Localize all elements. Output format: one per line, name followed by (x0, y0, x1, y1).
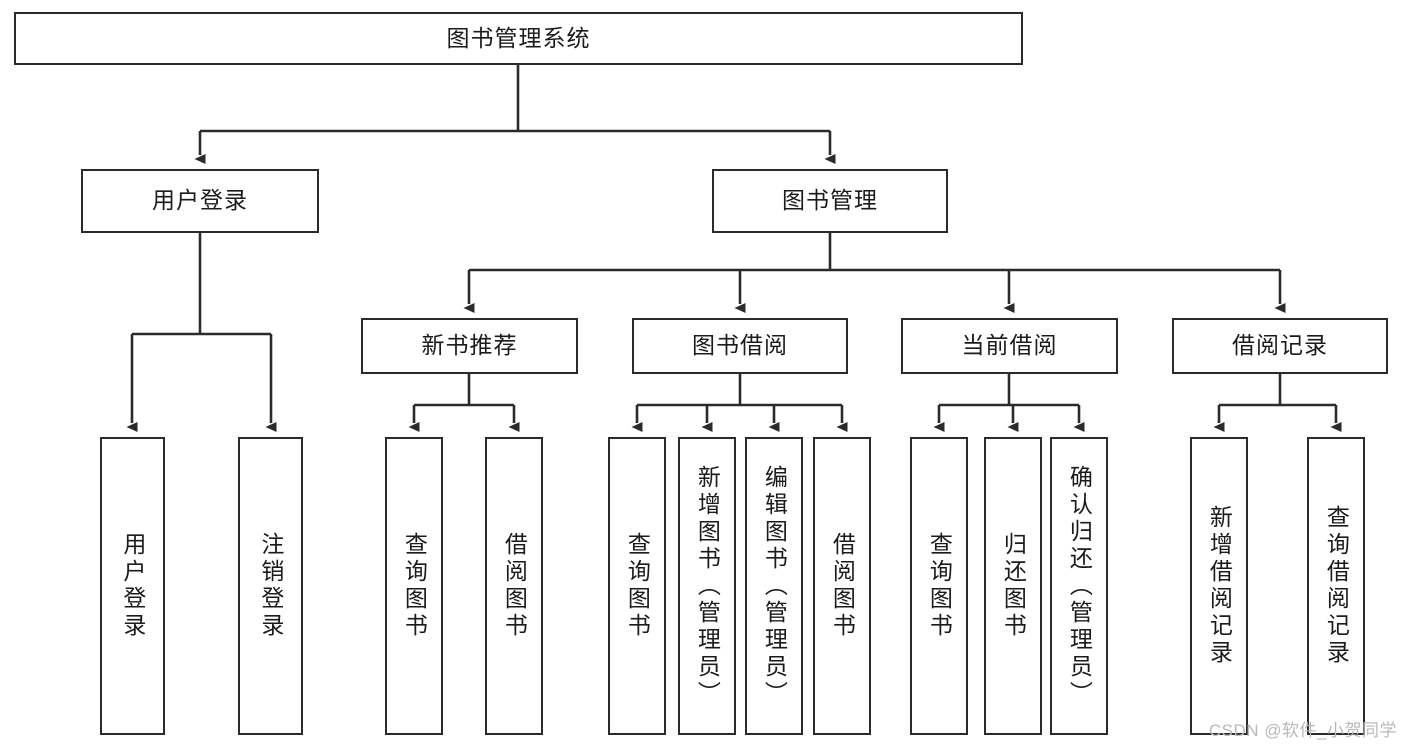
node-leaf-query-book-3[interactable]: 查询图书 (910, 437, 968, 735)
node-leaf-add-book-label: 新增图书（管理员） (694, 464, 721, 708)
node-leaf-add-record[interactable]: 新增借阅记录 (1190, 437, 1248, 735)
node-leaf-confirm-return[interactable]: 确认归还（管理员） (1050, 437, 1108, 735)
node-book-borrow-label: 图书借阅 (692, 332, 788, 359)
node-new-book-recommend[interactable]: 新书推荐 (361, 318, 578, 374)
node-root[interactable]: 图书管理系统 (14, 12, 1023, 65)
node-root-label: 图书管理系统 (446, 24, 591, 51)
node-user-login[interactable]: 用户登录 (81, 169, 319, 233)
node-leaf-return-book-label: 归还图书 (1000, 532, 1027, 640)
node-leaf-borrow-book-1-label: 借阅图书 (501, 532, 528, 640)
node-current-borrow[interactable]: 当前借阅 (901, 318, 1118, 374)
node-leaf-add-book[interactable]: 新增图书（管理员） (678, 437, 736, 735)
node-leaf-edit-book[interactable]: 编辑图书（管理员） (745, 437, 803, 735)
node-leaf-return-book[interactable]: 归还图书 (984, 437, 1042, 735)
node-leaf-logout[interactable]: 注销登录 (238, 437, 303, 735)
node-new-book-recommend-label: 新书推荐 (421, 332, 518, 359)
node-user-login-label: 用户登录 (152, 187, 248, 214)
node-leaf-query-book-1-label: 查询图书 (401, 532, 428, 640)
node-leaf-borrow-book-2-label: 借阅图书 (829, 532, 856, 640)
node-leaf-logout-label: 注销登录 (257, 532, 284, 640)
csdn-watermark: CSDN @软件_小贺同学 (1208, 721, 1397, 740)
node-book-manage-label: 图书管理 (782, 187, 878, 214)
node-leaf-query-record-label: 查询借阅记录 (1323, 505, 1350, 667)
node-leaf-query-book-3-label: 查询图书 (926, 532, 953, 640)
node-current-borrow-label: 当前借阅 (961, 332, 1058, 359)
node-leaf-borrow-book-1[interactable]: 借阅图书 (485, 437, 543, 735)
node-leaf-query-book-2-label: 查询图书 (624, 532, 651, 640)
node-borrow-record-label: 借阅记录 (1232, 332, 1328, 359)
node-book-manage[interactable]: 图书管理 (712, 169, 948, 233)
node-leaf-user-login[interactable]: 用户登录 (100, 437, 165, 735)
node-leaf-query-book-1[interactable]: 查询图书 (385, 437, 443, 735)
node-leaf-borrow-book-2[interactable]: 借阅图书 (813, 437, 871, 735)
node-leaf-add-record-label: 新增借阅记录 (1206, 505, 1233, 667)
node-leaf-edit-book-label: 编辑图书（管理员） (761, 464, 788, 708)
node-leaf-confirm-return-label: 确认归还（管理员） (1066, 464, 1093, 708)
node-borrow-record[interactable]: 借阅记录 (1172, 318, 1388, 374)
node-leaf-user-login-label: 用户登录 (119, 532, 146, 640)
node-book-borrow[interactable]: 图书借阅 (632, 318, 848, 374)
node-leaf-query-book-2[interactable]: 查询图书 (608, 437, 666, 735)
node-leaf-query-record[interactable]: 查询借阅记录 (1307, 437, 1365, 735)
